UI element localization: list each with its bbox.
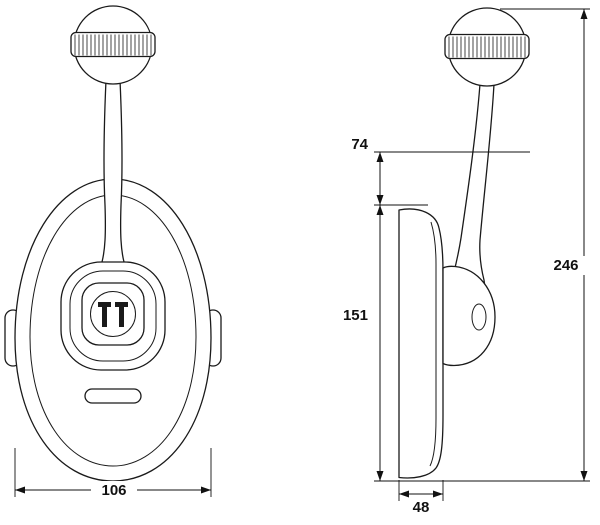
dimension-label-overall-height: 246 <box>553 257 578 274</box>
side-view <box>398 7 530 479</box>
knurl-band <box>70 31 156 58</box>
dimension-label-bracket-height: 151 <box>343 307 368 324</box>
dimension-front-width: 106 <box>14 448 212 499</box>
hub-boss-inner <box>69 270 157 362</box>
pivot-detail <box>471 303 487 331</box>
dimension-label-front-width: 106 <box>101 482 126 499</box>
bracket-plate <box>398 208 444 479</box>
pivot-dome <box>442 265 496 367</box>
trim-button <box>84 388 142 404</box>
lever-shaft-side <box>451 83 495 296</box>
knurl-hatch <box>74 34 152 56</box>
housing-inner-contour <box>29 194 197 467</box>
dimension-bracket-height: 151 <box>343 204 590 482</box>
dimension-label-base-depth: 48 <box>413 499 430 516</box>
dimension-lever-offset: 74 <box>351 136 530 205</box>
lever-shaft <box>101 79 125 271</box>
front-view <box>4 5 222 482</box>
knurl-hatch-side <box>448 36 526 58</box>
dimension-base-depth: 48 <box>398 480 444 516</box>
logo-button <box>81 282 145 346</box>
dimension-label-lever-offset: 74 <box>351 136 368 153</box>
dimension-overall-height: 246 <box>500 8 590 481</box>
teleflex-logo-icon <box>90 291 136 337</box>
bracket-inner-contour <box>429 221 437 467</box>
knurl-band-side <box>444 33 530 60</box>
